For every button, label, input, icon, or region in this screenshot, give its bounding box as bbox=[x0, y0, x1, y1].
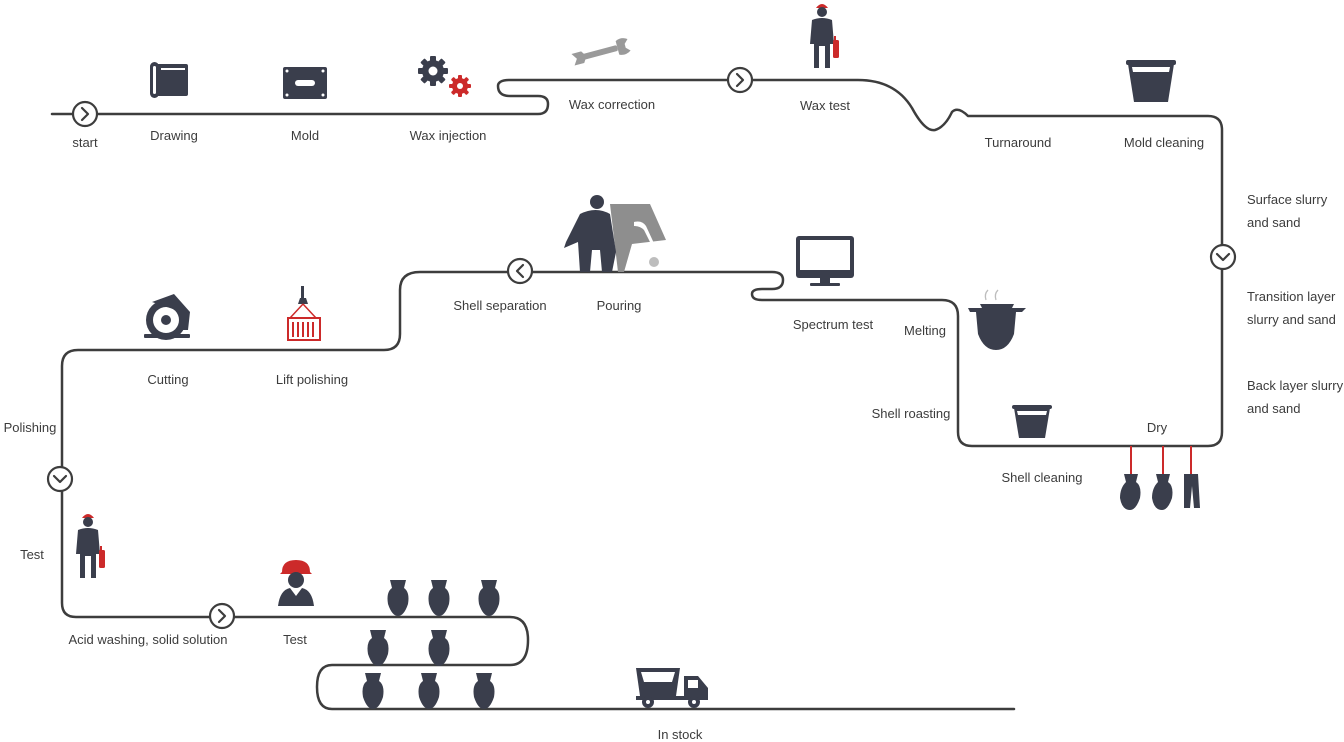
label-start: start bbox=[72, 135, 98, 150]
label-surface-slurry: Surface slurry bbox=[1247, 192, 1328, 207]
drawing-scroll-icon bbox=[150, 62, 188, 98]
label-shell-roasting: Shell roasting bbox=[872, 406, 951, 421]
arrow-marker-acid bbox=[208, 602, 236, 630]
label-transition-2: slurry and sand bbox=[1247, 312, 1336, 327]
casting-part-icon bbox=[478, 580, 500, 616]
arrow-marker-wax-test bbox=[726, 66, 754, 94]
label-turnaround: Turnaround bbox=[985, 135, 1052, 150]
process-line bbox=[50, 78, 1224, 711]
label-wax-test: Wax test bbox=[800, 98, 850, 113]
label-spectrum-test: Spectrum test bbox=[793, 317, 874, 332]
label-dry: Dry bbox=[1147, 420, 1168, 435]
label-mold-cleaning: Mold cleaning bbox=[1124, 135, 1204, 150]
truck-icon bbox=[636, 668, 708, 708]
casting-part-icon bbox=[387, 580, 409, 616]
label-in-stock: In stock bbox=[658, 727, 703, 742]
arrow-marker-start bbox=[71, 100, 99, 128]
label-transition: Transition layer bbox=[1247, 289, 1336, 304]
mold-icon bbox=[283, 67, 327, 99]
casting-part-icon bbox=[473, 673, 495, 709]
label-polishing: Polishing bbox=[4, 420, 57, 435]
label-cutting: Cutting bbox=[147, 372, 188, 387]
arrow-marker-polishing bbox=[46, 465, 74, 493]
label-wax-injection: Wax injection bbox=[410, 128, 487, 143]
label-shell-separation: Shell separation bbox=[453, 298, 546, 313]
crucible-icon bbox=[968, 289, 1026, 350]
label-drawing: Drawing bbox=[150, 128, 198, 143]
arrow-marker-shell-separation bbox=[506, 257, 534, 285]
label-surface-slurry-2: and sand bbox=[1247, 215, 1301, 230]
crane-hoist-icon bbox=[287, 286, 321, 341]
label-pouring: Pouring bbox=[597, 298, 642, 313]
gears-icon bbox=[418, 56, 471, 97]
label-test-bottom: Test bbox=[283, 632, 307, 647]
label-mold: Mold bbox=[291, 128, 319, 143]
label-test-left: Test bbox=[20, 547, 44, 562]
label-melting: Melting bbox=[904, 323, 946, 338]
worker-icon bbox=[810, 4, 839, 68]
worker-icon-left bbox=[76, 514, 105, 578]
casting-part-icon bbox=[362, 673, 384, 709]
label-back-layer: Back layer slurry bbox=[1247, 378, 1344, 393]
bucket-icon-shell bbox=[1012, 405, 1052, 438]
helmet-worker-icon bbox=[278, 560, 314, 606]
casting-parts-group bbox=[362, 580, 500, 709]
label-wax-correction: Wax correction bbox=[569, 97, 655, 112]
pouring-worker-icon bbox=[564, 195, 666, 272]
bucket-icon bbox=[1126, 60, 1176, 102]
casting-part-icon bbox=[367, 630, 389, 666]
wrench-icon bbox=[571, 38, 631, 66]
label-back-layer-2: and sand bbox=[1247, 401, 1301, 416]
monitor-icon bbox=[796, 236, 854, 286]
label-shell-cleaning: Shell cleaning bbox=[1002, 470, 1083, 485]
casting-part-icon bbox=[418, 673, 440, 709]
casting-part-icon bbox=[428, 580, 450, 616]
label-lift-polishing: Lift polishing bbox=[276, 372, 348, 387]
circular-saw-icon bbox=[144, 294, 190, 340]
label-acid-washing: Acid washing, solid solution bbox=[69, 632, 228, 647]
hanging-castings-icon bbox=[1120, 446, 1200, 510]
casting-part-icon bbox=[428, 630, 450, 666]
arrow-marker-surface bbox=[1209, 243, 1237, 271]
